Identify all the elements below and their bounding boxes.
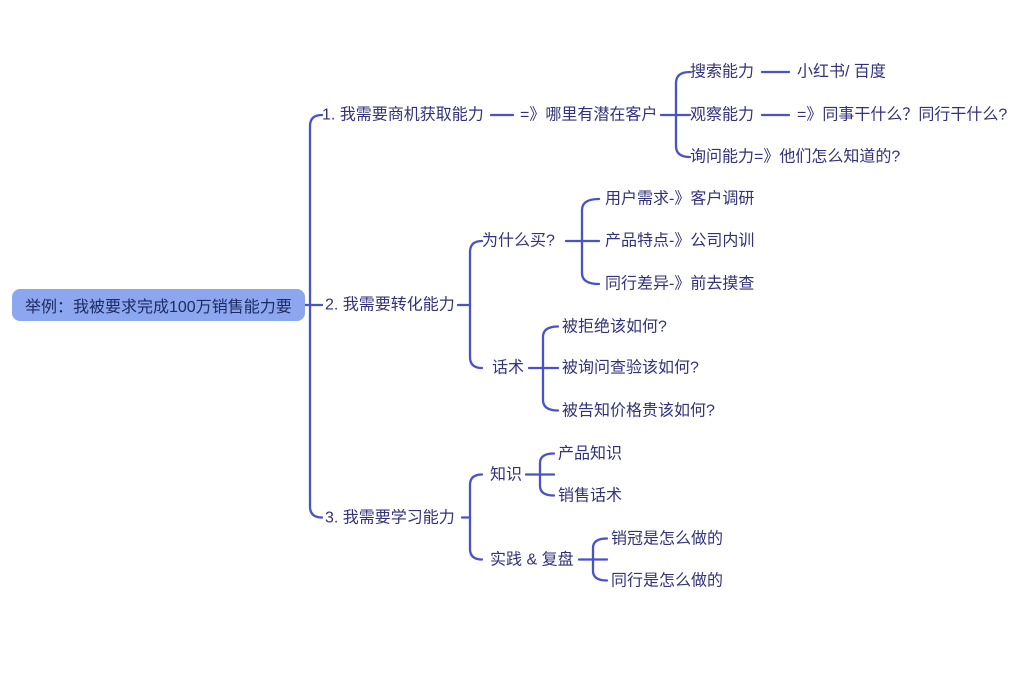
bracket-practice-children [591,537,609,582]
node-product-features[interactable]: 产品特点-》公司内训 [605,232,755,250]
node-need-learning[interactable]: 3. 我需要学习能力 [325,508,455,526]
node-knowledge[interactable]: 知识 [490,465,523,483]
bracket-script-children [541,325,560,412]
node-xiaohongshu-baidu[interactable]: 小红书/ 百度 [797,63,886,81]
node-sales-script[interactable]: 话术 [492,359,525,377]
node-user-needs[interactable]: 用户需求-》客户调研 [605,190,755,208]
node-practice-review[interactable]: 实践 & 复盘 [490,550,574,568]
node-questioned-how[interactable]: 被询问查验该如何? [562,359,699,377]
node-competitor-diff[interactable]: 同行差异-》前去摸查 [605,275,755,293]
node-product-knowledge[interactable]: 产品知识 [558,444,623,462]
bracket-knowledge-children [538,452,556,497]
node-observe-ability[interactable]: 观察能力 [690,106,755,124]
node-peer-method[interactable]: 同行是怎么做的 [611,571,724,589]
node-need-lead-acquisition[interactable]: 1. 我需要商机获取能力 [322,106,484,124]
node-example-root[interactable]: 举例：我被要求完成100万销售能力要 [12,289,305,321]
node-search-ability[interactable]: 搜索能力 [690,63,755,81]
node-what-colleagues-do[interactable]: =》同事干什么？同行干什么? [797,106,1008,124]
bracket-whybuy-children [580,197,601,286]
node-price-objection-how[interactable]: 被告知价格贵该如何? [562,401,715,419]
node-where-potential-customers[interactable]: =》哪里有潜在客户 [520,106,658,124]
node-sales-talk[interactable]: 销售话术 [558,486,623,504]
node-top-seller-method[interactable]: 销冠是怎么做的 [611,529,724,547]
bracket-main [308,113,324,519]
node-ask-ability[interactable]: 询问能力=》他们怎么知道的? [690,148,901,166]
bracket-branch3-children [468,473,484,561]
bracket-branch1-children [674,70,692,159]
node-rejected-how[interactable]: 被拒绝该如何? [562,317,667,335]
node-need-conversion[interactable]: 2. 我需要转化能力 [325,296,455,314]
bracket-branch2-children [468,239,484,370]
node-why-buy[interactable]: 为什么买? [482,232,555,250]
